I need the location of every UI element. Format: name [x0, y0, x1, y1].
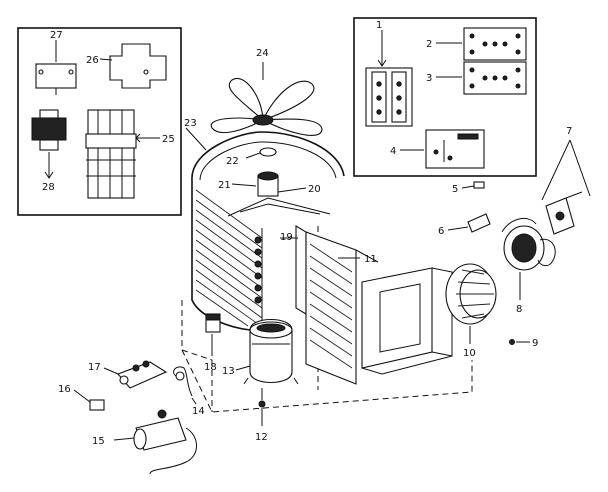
part-1-terminal-block	[365, 67, 413, 127]
part-6-relay-small	[447, 213, 491, 233]
part-15-service-valve	[113, 409, 197, 475]
part-4-control-board	[400, 129, 485, 169]
part-21-fan-motor	[231, 171, 279, 197]
label-16: 16	[58, 384, 71, 395]
part-18-capacitor-small	[205, 313, 221, 356]
label-8: 8	[516, 304, 522, 315]
part-7-motor-mount	[541, 139, 591, 235]
part-26-plate	[99, 43, 167, 89]
part-27-bracket	[35, 40, 77, 95]
part-5-fuse	[461, 181, 485, 189]
label-28: 28	[42, 182, 55, 193]
part-17-valve	[103, 360, 168, 389]
label-1: 1	[376, 20, 382, 31]
part-16-fitting	[73, 389, 105, 411]
label-7: 7	[566, 126, 572, 137]
part-14-wire-harness	[173, 366, 197, 405]
part-13-compressor	[235, 319, 299, 385]
callout-labels: 1 2 3 4 5 6 7 8 9 10 11 12 13 14 15 16 1…	[42, 20, 572, 447]
label-24: 24	[256, 48, 269, 59]
label-3: 3	[426, 73, 432, 84]
label-19: 19	[280, 232, 293, 243]
label-25: 25	[162, 134, 175, 145]
label-22: 22	[226, 156, 239, 167]
label-9: 9	[532, 338, 538, 349]
inset-box-left	[17, 27, 182, 216]
part-25-contactor	[85, 109, 160, 199]
inset-box-right	[353, 17, 537, 177]
label-5: 5	[452, 184, 458, 195]
part-28-transformer	[31, 109, 67, 179]
label-13: 13	[222, 366, 235, 377]
label-20: 20	[308, 184, 321, 195]
label-17: 17	[88, 362, 101, 373]
label-26: 26	[86, 55, 99, 66]
part-20-motor-bracket	[227, 187, 331, 217]
part-11-side-coil	[305, 231, 379, 385]
part-12-mounting-bolt	[258, 388, 266, 426]
part-3-relay	[436, 61, 527, 95]
label-23: 23	[184, 118, 197, 129]
part-10-blower-wheel	[445, 263, 497, 344]
label-11: 11	[364, 254, 377, 265]
label-21: 21	[218, 180, 231, 191]
label-14: 14	[192, 406, 205, 417]
part-24-fan-blade	[210, 62, 323, 136]
part-19-service-panel	[280, 225, 307, 315]
label-6: 6	[438, 226, 444, 237]
label-2: 2	[426, 39, 432, 50]
label-12: 12	[255, 432, 268, 443]
part-9-screw	[509, 339, 530, 345]
control-box	[361, 267, 453, 375]
label-4: 4	[390, 146, 396, 157]
part-2-relay	[436, 27, 527, 61]
label-10: 10	[463, 348, 476, 359]
label-15: 15	[92, 436, 105, 447]
part-23-condenser-coil	[185, 127, 345, 331]
label-18: 18	[204, 362, 217, 373]
coil-fins	[195, 189, 263, 327]
label-27: 27	[50, 30, 63, 41]
part-22-fan-guard-ring	[245, 147, 277, 159]
part-8-blower-motor	[501, 217, 556, 300]
coil-tubes	[254, 236, 262, 304]
